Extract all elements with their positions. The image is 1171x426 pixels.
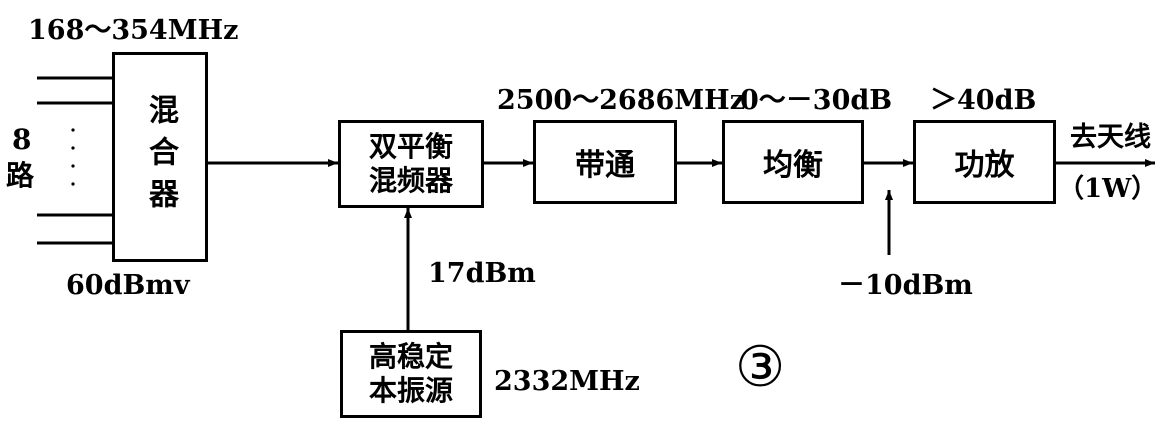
bandpass-label: 带通 (575, 148, 635, 183)
output-power-label: （1W） (1058, 174, 1158, 204)
combiner-block: 混合器 (112, 52, 208, 262)
input-frequency-label: 168～354MHz (28, 15, 239, 46)
equalizer-label: 均衡 (763, 148, 823, 183)
test-level-label: －10dBm (838, 270, 973, 301)
lo-label-line2: 本振源 (368, 374, 453, 407)
to-antenna-label: 去天线 (1070, 122, 1151, 153)
lo-label-line1: 高稳定 (368, 340, 453, 374)
figure-number: ③ (735, 335, 786, 400)
dbm-label-line1: 双平衡 (368, 130, 453, 164)
gain-label: ＞40dB (930, 85, 1037, 116)
input-level-label: 60dBmv (66, 270, 190, 301)
dbm-label-line2: 混频器 (368, 164, 453, 197)
combiner-label: 混合器 (143, 94, 178, 220)
lo-level-label: 17dBm (428, 258, 536, 289)
equalizer-range-label: 0～－30dB (740, 85, 893, 116)
local-oscillator-block: 高稳定 本振源 (340, 330, 482, 418)
mid-frequency-label: 2500～2686MHz (497, 85, 746, 116)
lo-frequency-label: 2332MHz (494, 366, 640, 397)
amplifier-block: 功放 (913, 120, 1056, 204)
bandpass-block: 带通 (533, 120, 677, 204)
amplifier-label: 功放 (954, 148, 1015, 183)
equalizer-block: 均衡 (722, 120, 864, 204)
input-count-char: 路 (6, 159, 35, 192)
input-count-number: 8 (12, 123, 32, 156)
double-balanced-mixer-block: 双平衡 混频器 (338, 120, 484, 208)
input-ellipsis-dots (71, 128, 75, 186)
